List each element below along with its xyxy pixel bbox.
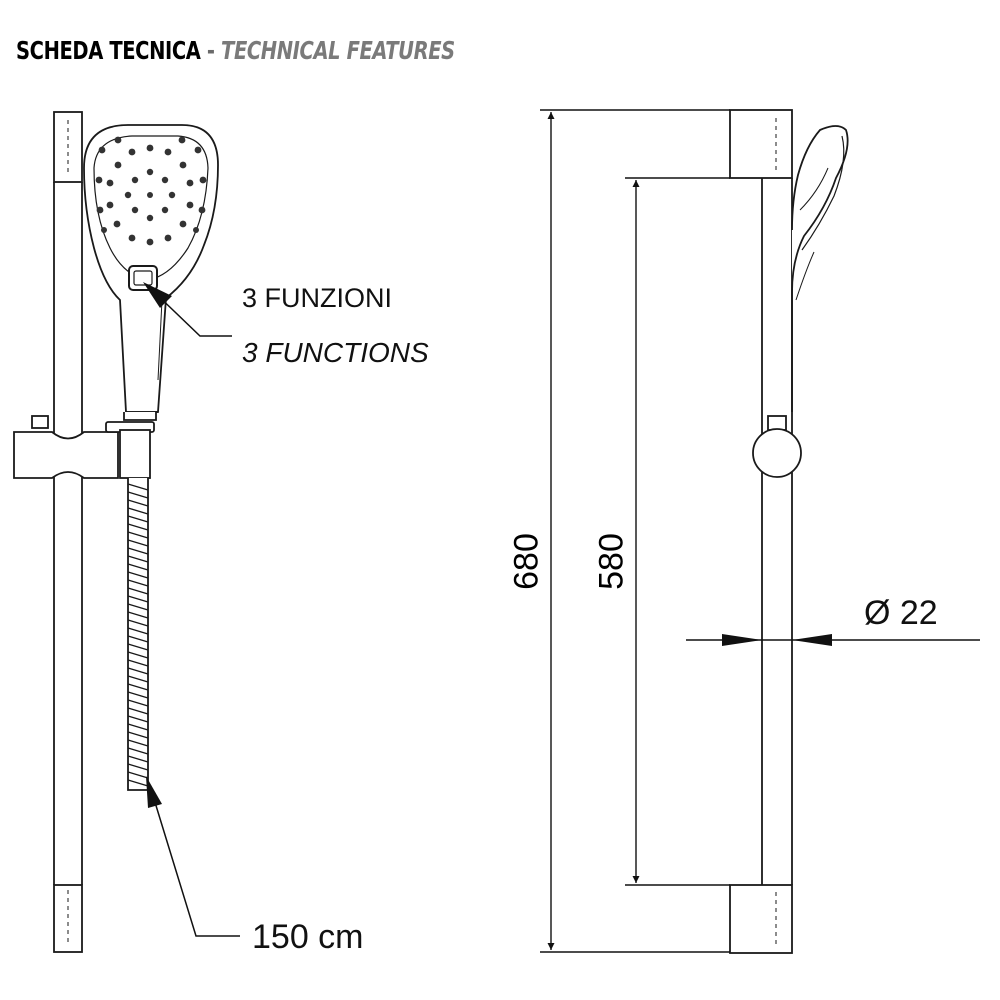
functions-label-english: 3 FUNCTIONS: [242, 337, 429, 368]
dimension-total-height: 680: [507, 533, 546, 590]
page-title: SCHEDA TECNICA - TECHNICAL FEATURES: [16, 36, 455, 65]
nozzle-pattern: [95, 136, 207, 246]
shower-hose: [127, 478, 149, 791]
hose-length-label: 150 cm: [252, 918, 364, 956]
title-separator: -: [200, 36, 222, 65]
leader-hose: [146, 776, 240, 937]
slider-holder-side: [752, 415, 802, 478]
slide-bar-front: [53, 111, 83, 953]
dimension-diameter: Ø 22: [864, 594, 938, 632]
slider-holder-front: [13, 415, 155, 479]
slide-bar-side: [729, 109, 793, 954]
functions-label-italian: 3 FUNZIONI: [242, 283, 393, 313]
title-english: TECHNICAL FEATURES: [221, 36, 455, 65]
title-italian: SCHEDA TECNICA: [16, 36, 201, 65]
hand-shower-front: [83, 124, 219, 421]
front-view: [13, 111, 219, 953]
leader-functions: [143, 282, 232, 337]
dimension-lines: [540, 109, 980, 953]
dimension-bar-distance: 580: [592, 533, 631, 590]
side-view: [729, 109, 849, 954]
hand-shower-side: [791, 125, 849, 412]
